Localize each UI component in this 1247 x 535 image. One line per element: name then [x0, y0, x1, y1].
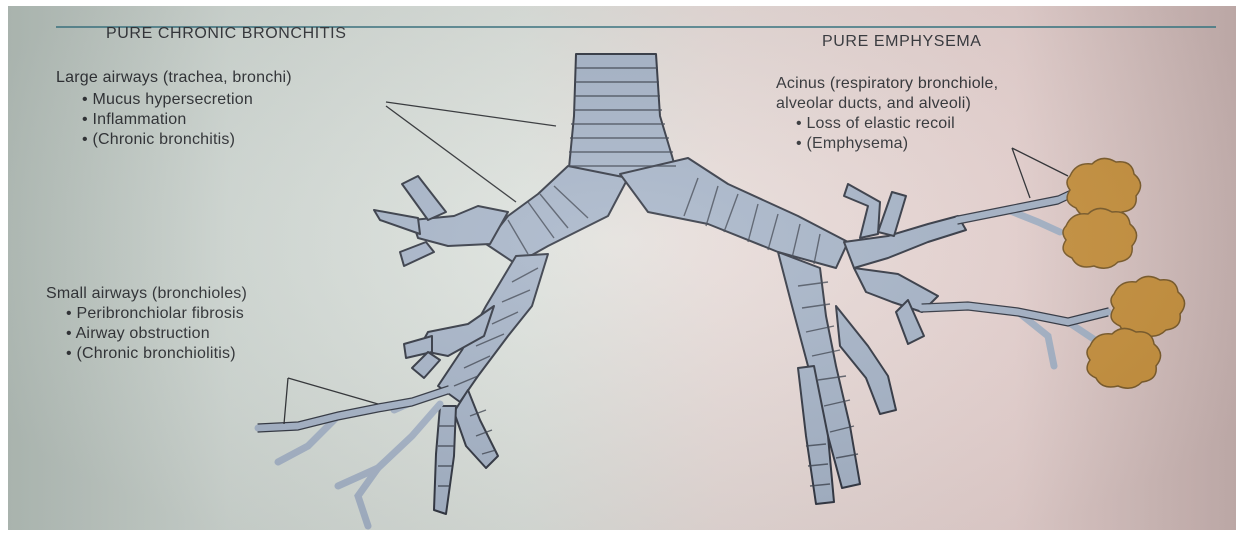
small-airways-bullet: • Peribronchiolar fibrosis — [66, 304, 244, 324]
acinus-heading-line1: Acinus (respiratory bronchiole, — [776, 74, 998, 94]
leader-acinus — [1012, 148, 1068, 198]
acinus-cluster-3 — [1111, 276, 1185, 336]
left-title: PURE CHRONIC BRONCHITIS — [106, 24, 346, 44]
acinus-bullet: • (Emphysema) — [796, 134, 908, 154]
small-airways-bullet: • (Chronic bronchiolitis) — [66, 344, 236, 364]
acinus-heading-line2: alveolar ducts, and alveoli) — [776, 94, 971, 114]
large-airways-heading: Large airways (trachea, bronchi) — [56, 68, 292, 88]
acinus-cluster-4 — [1087, 328, 1161, 388]
large-airways-bullet: • (Chronic bronchitis) — [82, 130, 235, 150]
acinus-bullet: • Loss of elastic recoil — [796, 114, 955, 134]
small-airways-heading: Small airways (bronchioles) — [46, 284, 247, 304]
small-airways-bullet: • Airway obstruction — [66, 324, 210, 344]
large-airways-bullet: • Mucus hypersecretion — [82, 90, 253, 110]
diagram-photo: PURE CHRONIC BRONCHITIS PURE EMPHYSEMA L… — [8, 6, 1236, 530]
leader-large-airways-1 — [386, 102, 556, 126]
right-title: PURE EMPHYSEMA — [822, 32, 982, 52]
large-airways-bullet: • Inflammation — [82, 110, 186, 130]
acinus-cluster-2 — [1063, 208, 1137, 268]
right-main-bronchus — [620, 158, 848, 268]
trachea — [568, 54, 678, 178]
